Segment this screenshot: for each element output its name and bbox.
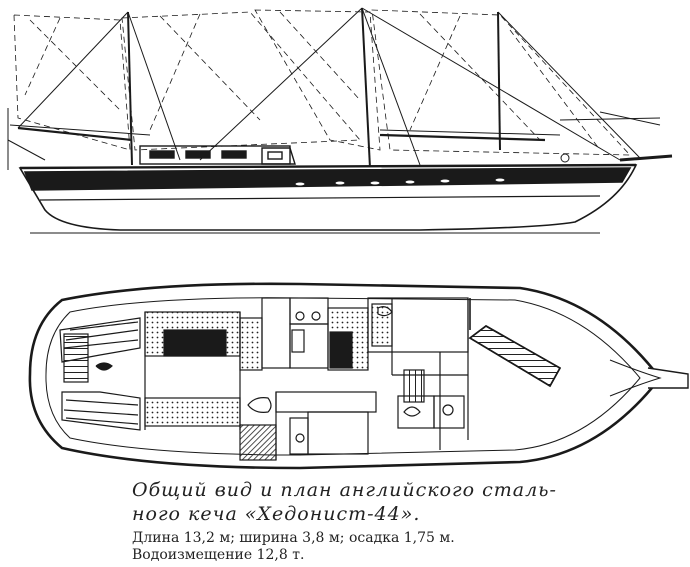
caption-specs-line1: Длина 13,2 м; ширина 3,8 м; осадка 1,75 … bbox=[132, 530, 455, 546]
deckhouse bbox=[139, 145, 296, 165]
hull bbox=[18, 163, 638, 234]
masts bbox=[127, 7, 501, 169]
side-elevation bbox=[7, 7, 673, 234]
companion-ladder bbox=[403, 369, 425, 403]
aft-cabin bbox=[144, 311, 277, 461]
sails bbox=[13, 9, 631, 156]
head-basin bbox=[403, 406, 421, 417]
figure-caption: Общий вид и план английского сталь- ного… bbox=[132, 478, 672, 564]
galley-stove bbox=[163, 329, 227, 357]
helm-wheel bbox=[247, 397, 272, 413]
caption-title-line2: ного кеча «Хедонист-44». bbox=[132, 503, 421, 525]
midship bbox=[261, 297, 377, 460]
deck-plan bbox=[28, 282, 689, 470]
caption-title-line1: Общий вид и план английского сталь- bbox=[132, 479, 557, 501]
cockpit-seat-aft bbox=[59, 317, 141, 431]
forward-cabin bbox=[367, 297, 469, 450]
cockpit-grating bbox=[63, 333, 89, 383]
portholes bbox=[294, 177, 506, 187]
caption-specs-line2: Водоизмещение 12,8 т. bbox=[132, 547, 305, 563]
engine-block bbox=[329, 331, 353, 369]
ketch-drawing bbox=[7, 7, 689, 470]
forepeak-berth bbox=[468, 298, 562, 388]
rigging bbox=[7, 7, 661, 170]
